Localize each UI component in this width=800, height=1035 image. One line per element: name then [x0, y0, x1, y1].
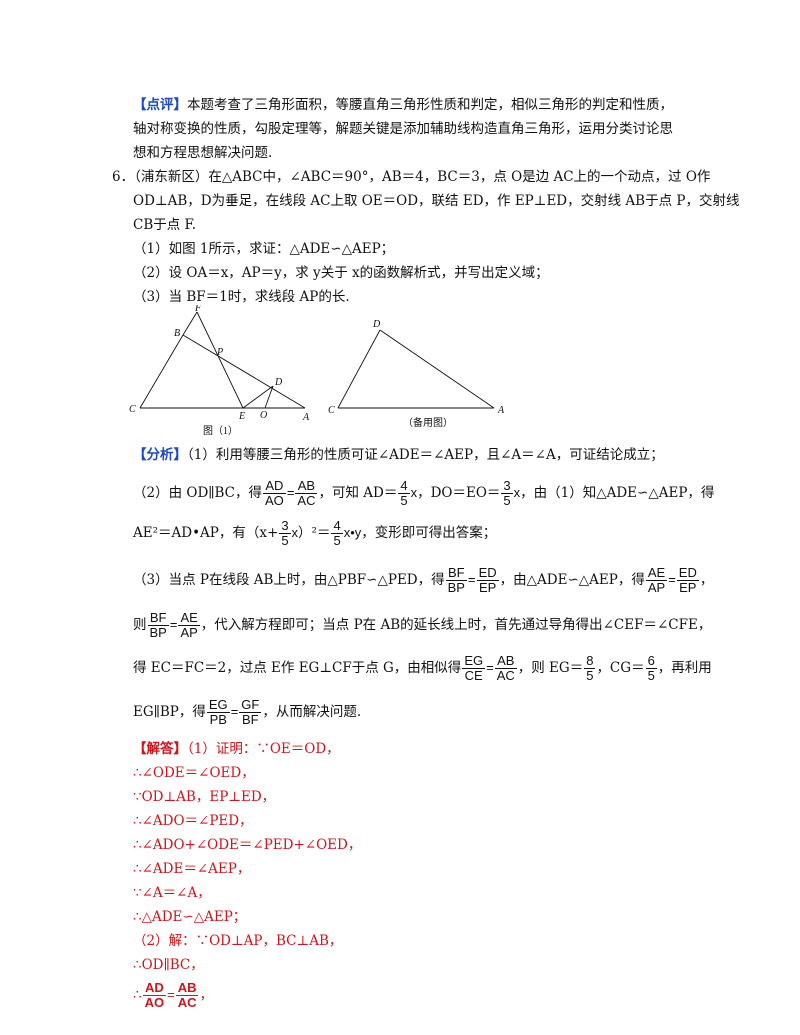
analysis-line-1: 【分析】（1）利用等腰三角形的性质可证∠ADE＝∠AEP，且∠A＝∠A，可证结论… [133, 447, 664, 463]
solution-line-6: ∴∠ADE＝∠AEP， [133, 861, 251, 877]
problem-line-2: OD⊥AB，D为垂足，在线段 AC上取 OE＝OD，联结 ED，作 EP⊥ED，… [133, 193, 740, 209]
review-line-2: 轴对称变换的性质，勾股定理等，解题关键是添加辅助线构造直角三角形，运用分类讨论思 [133, 121, 673, 137]
solution-line-4: ∴∠ADO＝∠PED， [133, 813, 253, 829]
fig1-label-P: P [216, 347, 223, 358]
fig1-label-D: D [274, 377, 283, 388]
fig1-label-O: O [260, 410, 267, 421]
solution-line-3: ∵OD⊥AB，EP⊥ED， [133, 789, 276, 805]
fig1-label-C: C [129, 404, 136, 415]
solution-line-9: （2）解：∵OD⊥AP，BC⊥AB， [133, 933, 343, 949]
fig2-label-C: C [328, 405, 335, 416]
fig1-label-B: B [174, 328, 180, 339]
fig2-caption: （备用图） [403, 416, 453, 429]
fig1-label-F: F [194, 305, 202, 314]
problem-line-3: CB于点 F. [133, 217, 197, 233]
problem-source: （浦东新区） [134, 169, 209, 185]
review-tag: 【点评】 [133, 97, 187, 113]
solution-line-2: ∴∠ODE＝∠OED， [133, 765, 255, 781]
question-1: （1）如图 1所示，求证：△ADE∽△AEP； [133, 241, 395, 257]
review-line-1: 【点评】本题考查了三角形面积，等腰直角三角形性质和判定，相似三角形的判定和性质， [133, 97, 673, 113]
problem-number: 6． [112, 169, 135, 185]
solution-line-8: ∴△ADE∽△AEP； [133, 909, 247, 925]
solution-line-10: ∴OD∥BC， [133, 957, 204, 973]
review-line-3: 想和方程思想解决问题. [133, 145, 273, 161]
solution-tag: 【解答】 [133, 741, 187, 757]
figure-2: D C A （备用图） [328, 319, 505, 429]
fig2-label-A: A [497, 405, 505, 416]
fig1-caption: 图（1） [203, 425, 238, 437]
fig2-label-D: D [372, 319, 381, 330]
figure-1: F B P D C E O A 图（1） [129, 305, 310, 437]
question-2: （2）设 OA＝x，AP＝y，求 y关于 x的函数解析式，并写出定义域； [133, 265, 549, 281]
solution-line-5: ∴∠ADO+∠ODE＝∠PED+∠OED， [133, 837, 362, 853]
solution-line-1: 【解答】（1）证明：∵OE＝OD， [133, 741, 340, 757]
problem-line-1: 6．（浦东新区）在△ABC中，∠ABC＝90°，AB＝4，BC＝3，点 O是边 … [112, 169, 711, 185]
fig1-label-E: E [238, 411, 245, 422]
question-3: （3）当 BF＝1时，求线段 AP的长. [133, 289, 350, 305]
analysis-tag: 【分析】 [133, 447, 187, 463]
fig1-label-A: A [302, 412, 310, 423]
solution-line-7: ∵∠A＝∠A， [133, 885, 211, 901]
